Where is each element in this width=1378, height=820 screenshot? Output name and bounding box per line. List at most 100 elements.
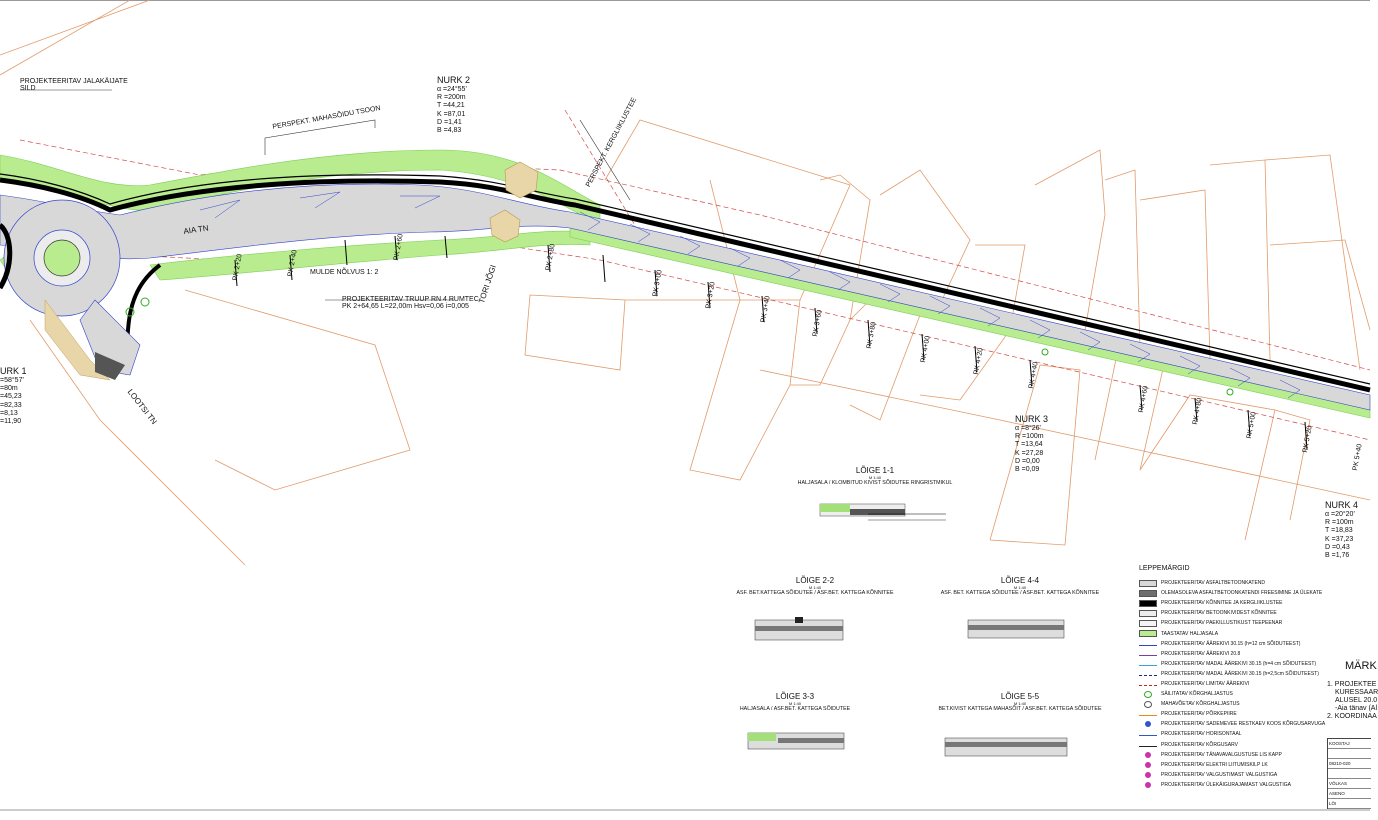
curve-value: R =200m xyxy=(437,94,466,102)
note-line: ALUSEL 20.0 xyxy=(1335,697,1378,704)
curve-value: D =0,00 xyxy=(1015,457,1040,465)
legend-symbol xyxy=(1145,751,1151,758)
legend-label: PROJEKTEERITAV PAEKILLUSTIKUST TEEPEENAR xyxy=(1161,620,1283,627)
bridge-label: PROJEKTEERITAV JALAKÄIJATE xyxy=(20,78,128,85)
curve-value: α =24°55' xyxy=(437,86,467,93)
section-title: LÕIGE 5-5 xyxy=(1000,692,1040,701)
section-title: LÕIGE 2-2 xyxy=(795,576,835,585)
legend-item: PROJEKTEERITAV ASFALTBETOONKATEND xyxy=(1139,578,1329,588)
legend-item: PROJEKTEERITAV ÄÄREKIVI 30.15 (h=12 cm S… xyxy=(1139,639,1329,649)
legend-label: PROJEKTEERITAV ÄÄREKIVI 30.15 (h=12 cm S… xyxy=(1161,640,1301,647)
legend-symbol xyxy=(1139,732,1157,737)
legend-label: MAHAVÕETAV KÕRGHALJASTUS xyxy=(1161,701,1240,708)
section-scale: M 1:40 xyxy=(868,475,882,480)
legend-symbol xyxy=(1139,672,1157,676)
legend-symbol xyxy=(1139,579,1157,587)
section-diagram-4-4 xyxy=(967,619,1065,639)
legend-symbol xyxy=(1139,609,1157,617)
legend-symbol xyxy=(1139,599,1157,607)
legend-label: PROJEKTEERITAV ELEKTRI LIITUMISKILP LK xyxy=(1161,761,1268,768)
curve-title: NURK 4 xyxy=(1325,500,1359,510)
legend-symbol xyxy=(1139,619,1157,627)
legend-label: PROJEKTEERITAV ÜLEKÄIGURAJAMAST VALGUSTI… xyxy=(1161,781,1291,788)
section-desc: BET.KIVIST KATTEGA MAHASÕIT / ASF.BET. K… xyxy=(938,706,1102,712)
legend: LEPPEMÄRGID PROJEKTEERITAV ASFALTBETOONK… xyxy=(1139,565,1329,790)
section-scale: M 1:40 xyxy=(788,701,802,706)
title-block-cell: VÕLKAS xyxy=(1328,779,1371,789)
curve-value: T =13,64 xyxy=(1015,441,1043,449)
note-line: 1. PROJEKTEE xyxy=(1327,681,1377,688)
section-scale: M 1:40 xyxy=(808,585,822,590)
legend-symbol xyxy=(1144,700,1152,708)
title-block-cell: KOOSTAJ xyxy=(1328,739,1371,749)
legend-label: PROJEKTEERITAV SADEMEVEE RESTKAEV KOOS K… xyxy=(1161,721,1326,728)
carriageway xyxy=(0,183,1371,411)
curve-value: =82,33 xyxy=(0,401,22,409)
section-title: LÕIGE 3-3 xyxy=(775,692,815,701)
section-desc: ASF. BET.KATTEGA SÕIDUTEE / ASF.BET. KAT… xyxy=(736,590,894,596)
note-line: 2. KOORDINAA xyxy=(1327,713,1377,720)
section-title: LÕIGE 1-1 xyxy=(855,466,895,475)
legend-symbol xyxy=(1139,589,1157,597)
curve-value: R =100m xyxy=(1325,519,1354,527)
curve-value: =80m xyxy=(0,385,18,393)
curve-value: R =100m xyxy=(1015,433,1044,441)
bridge-abutments xyxy=(489,161,539,243)
legend-item: PROJEKTEERITAV LIMITAV ÄÄREKIVI xyxy=(1139,679,1329,689)
legend-item: PROJEKTEERITAV PÕRKEPIIRE xyxy=(1139,709,1329,719)
curve-value: =8,13 xyxy=(0,409,18,417)
culvert-label-2: PK 2+64,65 L=22,00m Hsv=0,06 i=0,005 xyxy=(342,303,469,310)
section-desc: HALJASALA / KLOMBITUD KIVIST SÕIDUTEE RI… xyxy=(797,480,953,486)
curve-value: B =1,76 xyxy=(1325,552,1350,560)
section-title: LÕIGE 4-4 xyxy=(1000,576,1040,585)
legend-label: PROJEKTEERITAV KÕNNITEE JA KERGLIIKLUSTE… xyxy=(1161,600,1283,607)
legend-label: PROJEKTEERITAV TÄNAVAVALGUSTUSE LIS KAPP xyxy=(1161,751,1282,758)
title-block-cell: ASENO xyxy=(1328,789,1371,799)
curve-value: =45,23 xyxy=(0,393,22,401)
curve-value: K =87,01 xyxy=(437,110,466,118)
curve-value: D =1,41 xyxy=(437,118,462,126)
section-1-1: LÕIGE 1-1 M 1:40 HALJASALA / KLOMBITUD K… xyxy=(790,466,960,487)
section-2-2: LÕIGE 2-2 M 1:40 ASF. BET.KATTEGA SÕIDUT… xyxy=(720,576,910,597)
title-block-cell: 08210-020 xyxy=(1328,759,1371,769)
curve-value: =58°57' xyxy=(0,377,24,384)
legend-item: PROJEKTEERITAV SADEMEVEE RESTKAEV KOOS K… xyxy=(1139,719,1329,729)
legend-label: PROJEKTEERITAV BETOONKIVIDEST KÕNNITEE xyxy=(1161,610,1277,617)
legend-label: TAASTATAV HALJASALA xyxy=(1161,630,1219,637)
note-line: KURESSAAR xyxy=(1335,689,1378,696)
section-4-4: LÕIGE 4-4 M 1:40 ASF. BET. KATTEGA SÕIDU… xyxy=(925,576,1115,597)
legend-label: PROJEKTEERITAV MADAL ÄÄREKIVI 30.15 (h=4… xyxy=(1161,660,1317,667)
title-block-cell xyxy=(1328,749,1371,759)
culvert-label: PROJEKTEERITAV TRUUP RN 4 RUMTEC xyxy=(342,296,479,303)
perspective-leaders xyxy=(20,89,631,301)
legend-item: PROJEKTEERITAV ÄÄREKIVI 20.8 xyxy=(1139,649,1329,659)
legend-item: PROJEKTEERITAV MADAL ÄÄREKIVI 30.15 (h=4… xyxy=(1139,659,1329,669)
legend-label: PROJEKTEERITAV PÕRKEPIIRE xyxy=(1161,711,1237,718)
legend-item: MAHAVÕETAV KÕRGHALJASTUS xyxy=(1139,699,1329,709)
legend-label: PROJEKTEERITAV KÕRGUSARV xyxy=(1161,741,1238,748)
legend-label: PROJEKTEERITAV ÄÄREKIVI 20.8 xyxy=(1161,650,1241,657)
trees xyxy=(125,297,1234,396)
legend-item: PROJEKTEERITAV KÕRGUSARV xyxy=(1139,740,1329,750)
section-desc: HALJASALA / ASF.BET. KATTEGA SÕIDUTEE xyxy=(739,706,851,712)
legend-symbol xyxy=(1139,662,1157,666)
legend-item: PROJEKTEERITAV TÄNAVAVALGUSTUSE LIS KAPP xyxy=(1139,750,1329,760)
curve-block-4: NURK 4 α =20°20' R =100m T =18,83 K =37,… xyxy=(1325,500,1358,560)
legend-label: PROJEKTEERITAV HORISONTAAL xyxy=(1161,731,1242,738)
curve-value: D =0,43 xyxy=(1325,543,1350,551)
curve-block-3: NURK 3 α =8°26' R =100m T =13,64 K =27,2… xyxy=(1015,414,1048,474)
legend-symbol xyxy=(1139,652,1157,656)
legend-label: OLEMASOLEVA ASFALTBETOONKATENDI FREESIMI… xyxy=(1161,590,1323,597)
notes-heading: MÄRK xyxy=(1345,660,1377,672)
legend-symbol xyxy=(1145,721,1151,728)
curve-value: B =0,09 xyxy=(1015,466,1040,474)
chainage-ticks xyxy=(234,235,1308,451)
curve-value: T =44,21 xyxy=(437,102,465,110)
curve-title: NURK 3 xyxy=(1015,414,1049,424)
legend-item: PROJEKTEERITAV ÜLEKÄIGURAJAMAST VALGUSTI… xyxy=(1139,780,1329,790)
legend-label: SÄILITATAV KÕRGHALJASTUS xyxy=(1161,691,1233,698)
curve-value: T =18,83 xyxy=(1325,527,1353,535)
title-block-cell: LÕI xyxy=(1328,799,1371,809)
legend-symbol xyxy=(1139,743,1157,747)
